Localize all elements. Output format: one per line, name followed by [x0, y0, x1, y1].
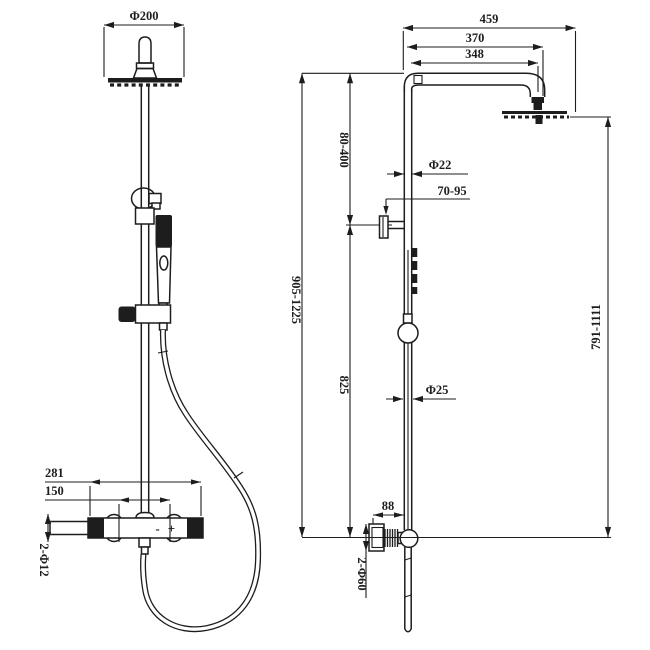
dim-riser-diameter: Φ22: [387, 158, 468, 178]
shower-head-side: [502, 97, 569, 124]
hand-shower-head: [155, 215, 172, 247]
label-head-diameter: Φ200: [129, 9, 158, 23]
dim-bracket-reach: 70-95: [383, 184, 470, 215]
valve-knob-side: [399, 528, 419, 549]
label-arm-outer: 459: [480, 12, 499, 26]
label-bracket-height: 80-400: [337, 132, 351, 167]
dim-arm-outer: 459: [402, 12, 577, 112]
head-collar: [135, 62, 155, 70]
dim-head-to-valve: 791-1111: [570, 116, 612, 537]
dim-arm-mid: 370: [407, 31, 544, 96]
label-valve-width: 281: [45, 466, 64, 480]
label-lower-riser-diameter: Φ25: [426, 383, 449, 397]
head-flare: [132, 67, 158, 79]
mixer-valve-side: [368, 523, 419, 552]
dim-lower-column: 825: [337, 224, 392, 537]
dim-valve-offset: 88: [372, 499, 404, 524]
slider-ring-side: [397, 313, 419, 344]
label-bracket-reach: 70-95: [437, 184, 466, 198]
hose-side: [404, 547, 412, 633]
label-hot: +: [168, 521, 175, 536]
wall-bracket: [378, 215, 404, 239]
head-hub-side: [535, 115, 543, 124]
slider-bracket: [118, 304, 172, 331]
gooseneck-arm: [403, 72, 546, 97]
valve-cap-right: [187, 518, 203, 538]
hand-shower-front: [155, 215, 172, 312]
head-plate: [108, 78, 182, 83]
dim-escutcheon: 2-Φ60: [355, 524, 370, 598]
dim-valve-width: 281: [45, 466, 202, 516]
front-view: Φ200: [37, 9, 262, 633]
mixer-valve-front: - +: [49, 511, 204, 555]
label-head-to-valve: 791-1111: [589, 304, 603, 350]
head-connector: [138, 36, 152, 64]
shower-head-front: [108, 36, 182, 87]
label-lower-column: 825: [337, 376, 351, 395]
valve-cap-left: [88, 518, 104, 538]
label-valve-offset: 88: [382, 499, 395, 513]
label-arm-mid: 370: [466, 31, 485, 45]
label-handle-spacing: 150: [45, 484, 64, 498]
head-connector-side: [531, 97, 544, 103]
dim-lower-riser-diameter: Φ25: [386, 383, 456, 403]
dim-handle-spacing: 150: [45, 484, 171, 542]
label-column-height: 905-1225: [289, 276, 303, 324]
valve-outlet-nut: [140, 546, 149, 555]
dim-column-height: 905-1225: [289, 73, 306, 537]
dim-inlet: 2-Φ12: [37, 514, 52, 577]
valve-outlet: [138, 537, 151, 548]
valve-top-bump: [135, 511, 155, 519]
dim-head-diameter: Φ200: [103, 9, 185, 77]
label-cold: -: [155, 521, 159, 536]
ring-holder: [130, 187, 162, 225]
dim-arm-inner: 348: [411, 47, 539, 92]
label-arm-inner: 348: [465, 47, 484, 61]
hose-nut: [158, 322, 168, 331]
label-escutcheon: 2-Φ60: [355, 557, 369, 590]
dim-bracket-height: 80-400: [337, 73, 354, 225]
side-view: 459 370 348 905-1225 80-400 825: [289, 12, 612, 633]
hose-front: [139, 329, 262, 633]
label-inlet: 2-Φ12: [37, 543, 51, 576]
slider-knob: [118, 306, 136, 322]
hand-shower-button: [159, 255, 169, 271]
label-riser-diameter: Φ22: [429, 158, 452, 172]
valve-body: [87, 517, 204, 539]
